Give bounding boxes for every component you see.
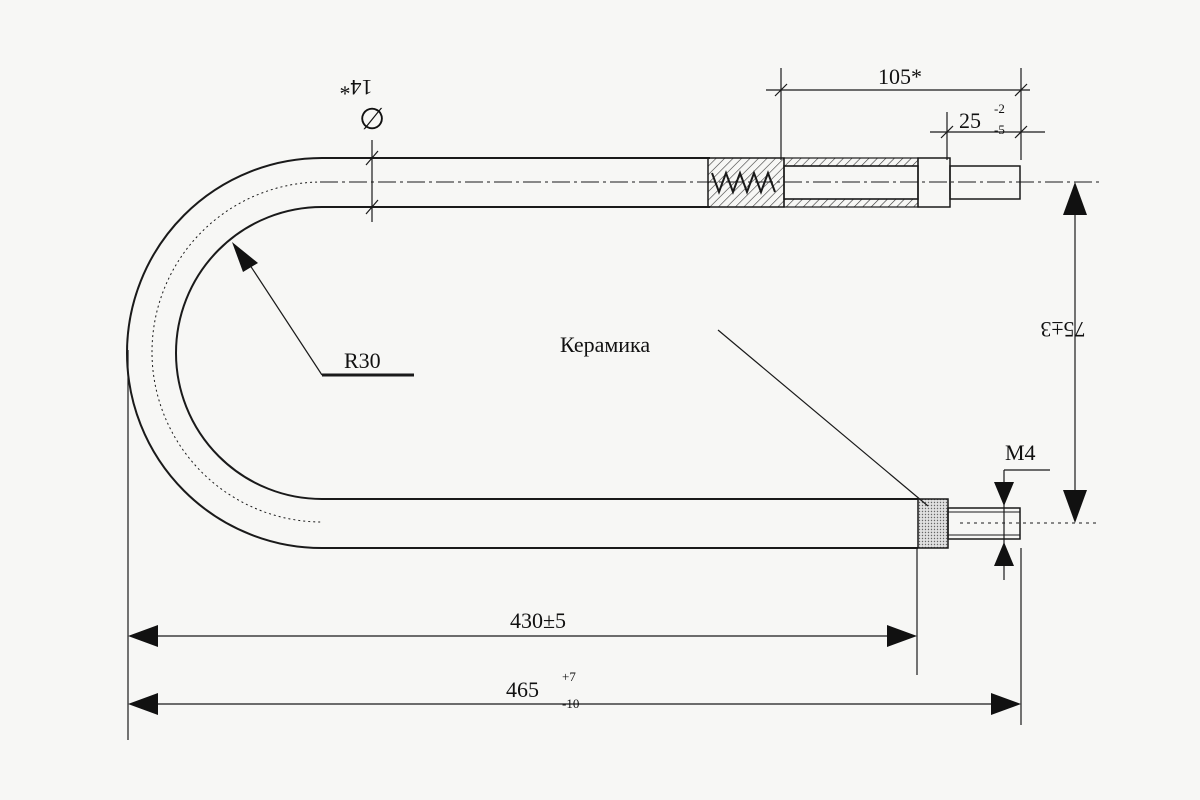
threaded-stud bbox=[947, 507, 1021, 540]
dimension-430-text: 430±5 bbox=[510, 608, 566, 633]
bottom-end bbox=[917, 498, 1100, 549]
diameter-value: 14* bbox=[340, 75, 373, 100]
dimension-465-upper-tol: +7 bbox=[562, 669, 576, 684]
u-tube bbox=[126, 157, 918, 549]
dimension-75-arrow-bottom bbox=[1063, 490, 1087, 523]
dimension-465-arrow-right bbox=[991, 693, 1021, 715]
dimension-75: 75±3 bbox=[1040, 182, 1087, 523]
diameter-symbol: ∅ bbox=[359, 101, 385, 134]
dimension-105: 105* bbox=[766, 64, 1030, 160]
thread-arrow-bottom bbox=[994, 542, 1014, 566]
dimension-25: 25 -2 -5 bbox=[930, 101, 1045, 160]
tube-inner-contour bbox=[175, 206, 918, 500]
dimension-25-lower-tol: -5 bbox=[994, 122, 1005, 137]
dimension-430: 430±5 bbox=[127, 350, 918, 740]
material-callout: Керамика bbox=[560, 329, 929, 507]
dimension-465-lower-tol: -10 bbox=[562, 696, 579, 711]
ceramic-insert bbox=[917, 498, 949, 549]
tube-centerline-dotted bbox=[151, 181, 323, 523]
dimension-75-arrow-top bbox=[1063, 182, 1087, 215]
dimension-465: 465 +7 -10 bbox=[128, 548, 1022, 725]
bore-hatched-wall-top bbox=[783, 157, 919, 167]
material-text: Керамика bbox=[560, 332, 650, 357]
dimension-diameter: ∅ 14* bbox=[340, 75, 385, 222]
dimension-25-text: 25 bbox=[959, 108, 981, 133]
tube-outer-contour bbox=[126, 157, 918, 549]
bore-hatched-wall-bottom bbox=[783, 198, 919, 208]
dimension-75-text: 75±3 bbox=[1040, 317, 1085, 342]
dimension-430-arrow-left bbox=[128, 625, 158, 647]
thread-arrow-top bbox=[994, 482, 1014, 506]
thread-callout: M4 bbox=[994, 440, 1050, 580]
radius-text: R30 bbox=[344, 348, 381, 373]
radius-arrowhead bbox=[232, 242, 258, 272]
top-end-section bbox=[320, 157, 1100, 208]
dimension-465-text: 465 bbox=[506, 677, 539, 702]
dimension-430-arrow-right bbox=[887, 625, 917, 647]
dimension-25-upper-tol: -2 bbox=[994, 101, 1005, 116]
dimension-465-arrow-left bbox=[128, 693, 158, 715]
thread-text: M4 bbox=[1005, 440, 1036, 465]
radius-callout: R30 bbox=[232, 242, 414, 377]
dimension-105-text: 105* bbox=[878, 64, 922, 89]
